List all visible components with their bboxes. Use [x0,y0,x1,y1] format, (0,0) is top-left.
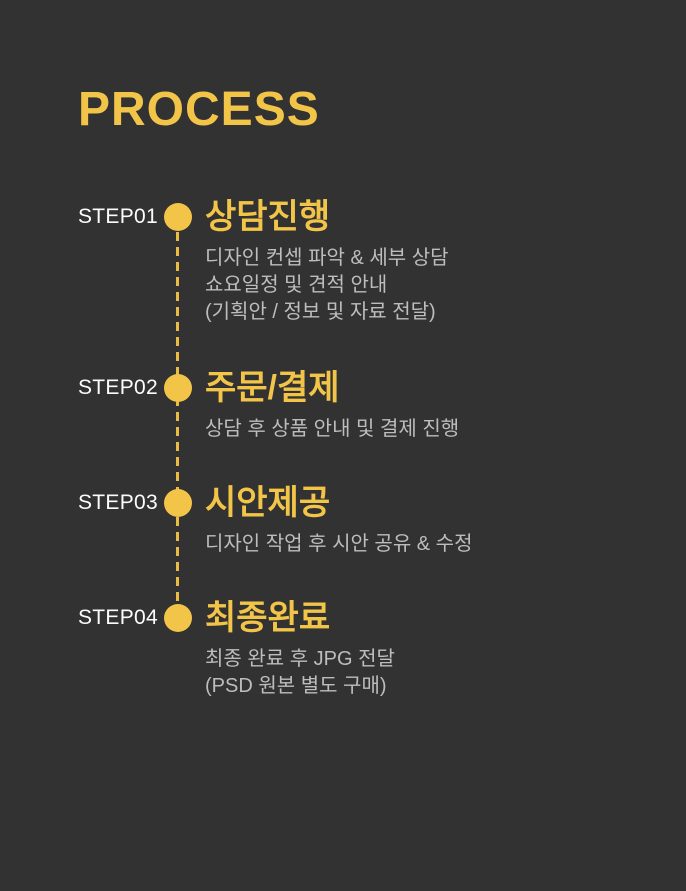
step-dot-icon [164,489,192,517]
step-description: 상담 후 상품 안내 및 결제 진행 [205,416,686,443]
step-description-line: (PSD 원본 별도 구매) [205,675,387,697]
step-description: 최종 완료 후 JPG 전달 (PSD 원본 별도 구매) [205,646,686,700]
step-description-line: 최종 완료 후 JPG 전달 [205,648,395,670]
step-description-line: 디자인 컨셉 파악 & 세부 상담 [205,247,449,269]
step-title: 시안제공 [205,484,331,522]
step-row: STEP02 주문/결제 상담 후 상품 안내 및 결제 진행 [78,369,686,443]
step-description-line: 쇼요일정 및 견적 안내 [205,274,388,296]
step-title: 최종완료 [205,599,331,637]
step-label: STEP03 [78,491,159,514]
timeline-connector [176,217,179,619]
step-row: STEP04 최종완료 최종 완료 후 JPG 전달 (PSD 원본 별도 구매… [78,599,686,700]
step-description: 디자인 컨셉 파악 & 세부 상담 쇼요일정 및 견적 안내 (기획안 / 정보… [205,245,686,326]
step-title: 상담진행 [205,198,331,236]
step-row: STEP03 시안제공 디자인 작업 후 시안 공유 & 수정 [78,484,686,558]
step-description-line: (기획안 / 정보 및 자료 전달) [205,301,436,323]
step-dot-icon [164,203,192,231]
step-label: STEP01 [78,205,159,228]
step-row: STEP01 상담진행 디자인 컨셉 파악 & 세부 상담 쇼요일정 및 견적 … [78,198,686,326]
step-title: 주문/결제 [205,369,340,407]
step-description: 디자인 작업 후 시안 공유 & 수정 [205,531,686,558]
page-title: PROCESS [78,83,320,136]
step-label: STEP04 [78,606,159,629]
step-label: STEP02 [78,376,159,399]
step-description-line: 디자인 작업 후 시안 공유 & 수정 [205,533,473,555]
step-dot-icon [164,604,192,632]
step-description-line: 상담 후 상품 안내 및 결제 진행 [205,418,460,440]
step-dot-icon [164,374,192,402]
